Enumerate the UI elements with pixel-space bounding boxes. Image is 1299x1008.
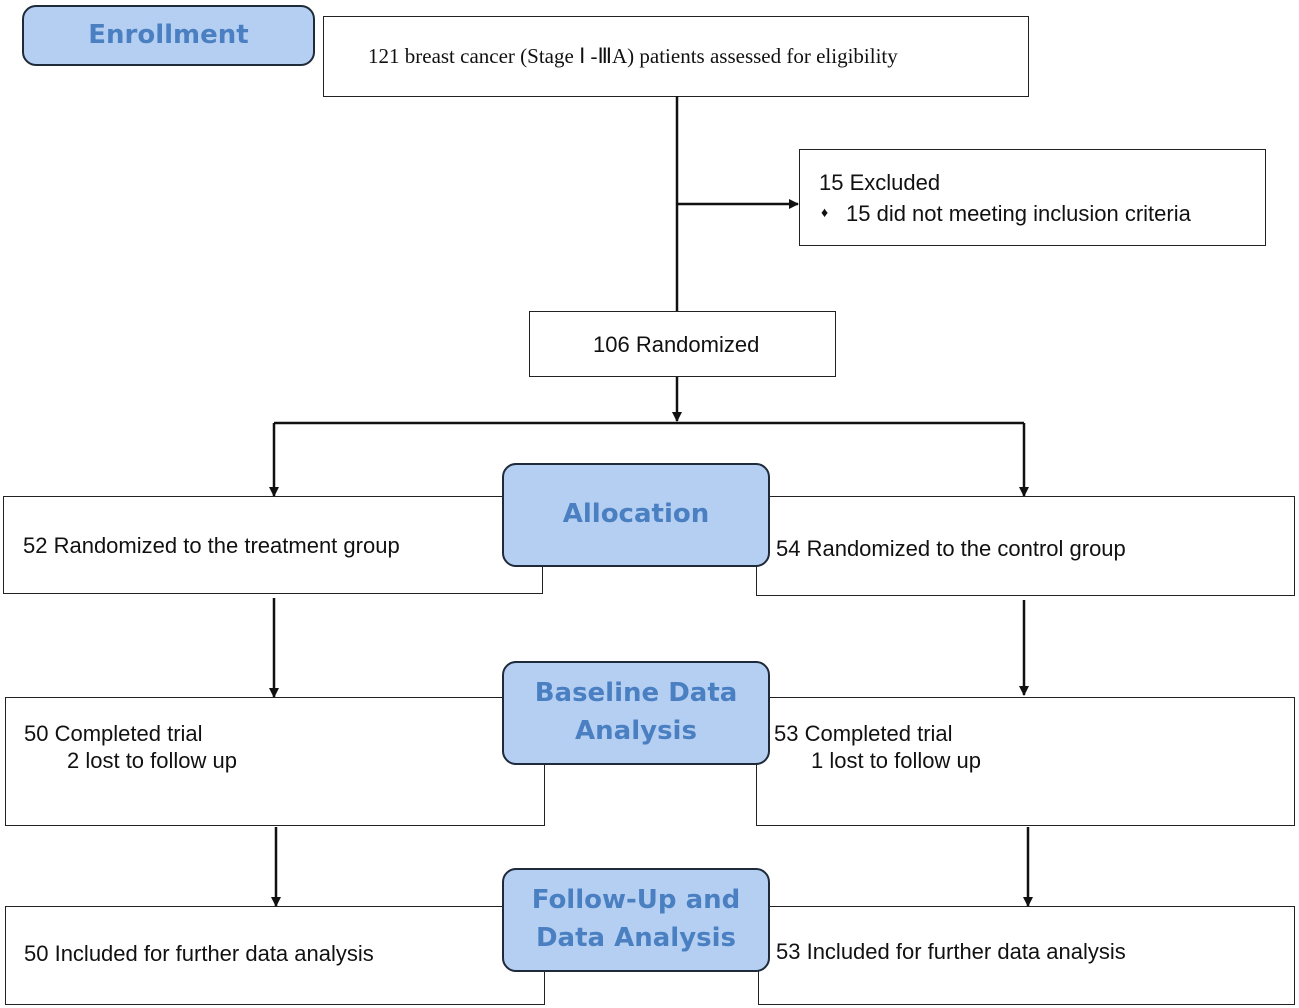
allocation-text: Allocation <box>562 499 710 530</box>
treatment-lost-text: 2 lost to follow up <box>67 748 237 773</box>
randomized-text: 106 Randomized <box>593 332 760 357</box>
bullet-icon: ♦ <box>821 204 829 220</box>
control-analysis-text: 53 Included for further data analysis <box>776 939 1126 964</box>
control-lost-text: 1 lost to follow up <box>811 748 981 773</box>
treatment-completed-text: 50 Completed trial <box>24 721 203 746</box>
excluded-reason: 15 did not meeting inclusion criteria <box>846 201 1191 226</box>
baseline-text-line2: Analysis <box>575 716 697 746</box>
control-allocation-text: 54 Randomized to the control group <box>776 536 1126 561</box>
followup-text-line1: Follow-Up and <box>531 885 741 916</box>
randomized-box: 106 Randomized <box>529 311 836 377</box>
control-completed-text: 53 Completed trial <box>774 721 953 746</box>
excluded-title: 15 Excluded <box>819 170 941 195</box>
followup-stage-label: Follow-Up and Data Analysis <box>502 868 770 972</box>
treatment-baseline-box: 50 Completed trial 2 lost to follow up <box>5 697 545 826</box>
followup-text-line2: Data Analysis <box>535 923 737 953</box>
treatment-analysis-text: 50 Included for further data analysis <box>24 941 374 966</box>
control-allocation-box: 54 Randomized to the control group <box>756 496 1295 596</box>
baseline-text-line1: Baseline Data <box>534 678 738 709</box>
allocation-stage-label: Allocation <box>502 463 770 567</box>
treatment-allocation-text: 52 Randomized to the treatment group <box>23 533 400 558</box>
excluded-box: 15 Excluded ♦ 15 did not meeting inclusi… <box>799 149 1266 246</box>
baseline-stage-label: Baseline Data Analysis <box>502 661 770 765</box>
enrollment-stage-label: Enrollment <box>22 5 315 66</box>
assessed-text: 121 breast cancer (Stage Ⅰ -ⅢA) patients… <box>368 44 898 68</box>
control-analysis-box: 53 Included for further data analysis <box>758 906 1295 1005</box>
enrollment-text: Enrollment <box>88 19 249 50</box>
treatment-analysis-box: 50 Included for further data analysis <box>5 906 545 1005</box>
control-baseline-box: 53 Completed trial 1 lost to follow up <box>756 697 1295 826</box>
